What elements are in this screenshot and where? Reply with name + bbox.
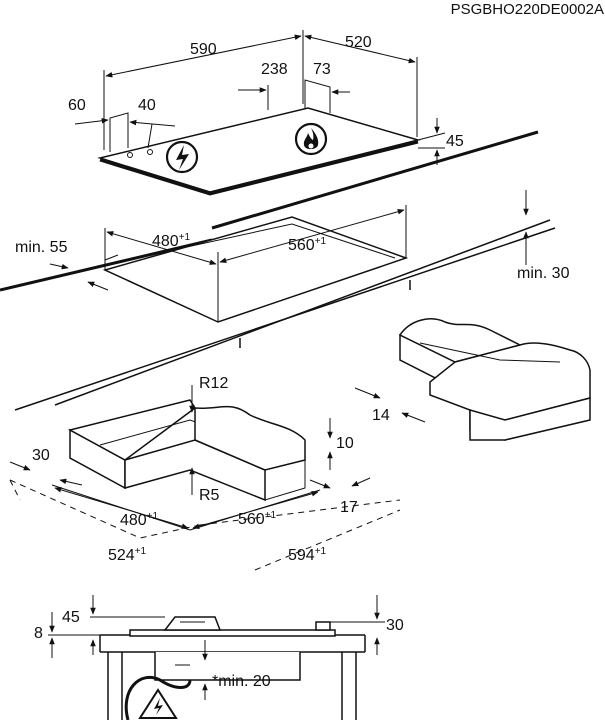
cutout-width-label: 560+1	[288, 236, 327, 254]
lightning-icon	[165, 140, 199, 174]
document-code: PSGBHO220DE0002A	[451, 1, 604, 18]
burner-offset-x-label: 238	[261, 61, 288, 78]
offset-front-label: 30	[32, 447, 50, 464]
corner-detail-view: R12 R5 10 14 30 17 480+1 560+1 524+1 594…	[9, 318, 591, 571]
side-section-view: 45 8 30 *min. 20	[34, 595, 404, 720]
outer-depth-label: 524+1	[108, 546, 147, 564]
min-front-label: min. 55	[15, 239, 68, 256]
hob-depth-label: 520	[345, 34, 372, 51]
hob-top-view: 590 520 238 73 60 40 45	[68, 30, 464, 196]
burner-offset-y-label: 73	[313, 61, 331, 78]
min-below-label: *min. 20	[212, 673, 271, 690]
hob-height-label: 45	[446, 133, 464, 150]
min-back-label: min. 30	[517, 265, 570, 282]
inner-width-label: 560+1	[238, 510, 277, 528]
lip-width-label: 14	[372, 407, 390, 424]
inner-depth-label: 480+1	[120, 511, 159, 529]
worktop-cutout-view: 480+1 560+1 min. 55 min. 30	[0, 130, 570, 411]
cutout-depth-label: 480+1	[152, 232, 191, 250]
flame-icon	[294, 122, 328, 156]
section-top-height-label: 45	[62, 609, 80, 626]
outer-width-label: 594+1	[288, 546, 327, 564]
warning-icon	[138, 688, 178, 719]
hob-width-label: 590	[190, 41, 217, 58]
worktop-thickness-label: 8	[34, 625, 43, 642]
radius-outer-label: R12	[199, 375, 228, 392]
hob-glass	[97, 107, 421, 193]
left-edge-y-label: 40	[138, 97, 156, 114]
section-right-height-label: 30	[386, 617, 404, 634]
offset-side-label: 17	[340, 499, 358, 516]
left-edge-x-label: 60	[68, 97, 86, 114]
radius-inner-label: R5	[199, 487, 220, 504]
cutout-opening	[102, 216, 409, 323]
lip-height-label: 10	[336, 435, 354, 452]
